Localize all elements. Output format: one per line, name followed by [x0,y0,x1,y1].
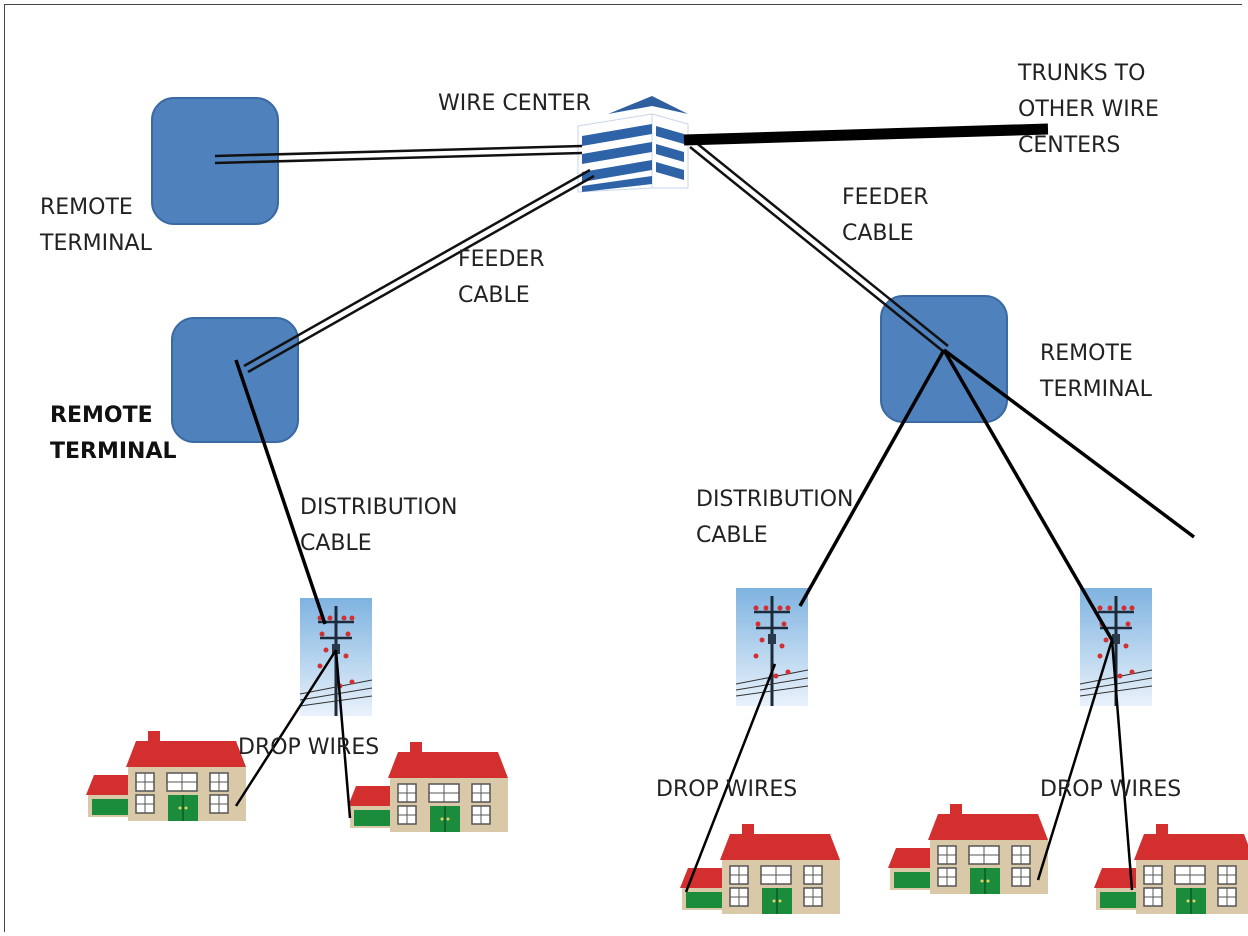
diagram-frame [4,4,1242,932]
feeder-cable-right [689,140,949,353]
distribution-cable-label-left: DISTRIBUTION CABLE [300,495,458,556]
utility-pole-icon [734,586,810,708]
house-icon [1091,821,1248,929]
drop-wires-label-right: DROP WIRES [1040,777,1182,802]
drop-wires-label-left: DROP WIRES [238,735,380,760]
house-icon [885,801,1057,909]
office-building-icon [577,95,689,193]
drop-wires-label-mid: DROP WIRES [656,777,798,802]
distribution-cables [234,348,1196,641]
feeder-cable-mid-left [243,168,595,374]
remote-terminal-label-mid-left: REMOTE TERMINAL [50,403,177,464]
trunk-line [683,123,1049,146]
wire-center-label: WIRE CENTER [438,91,591,116]
feeder-cable-label-right: FEEDER CABLE [842,185,929,246]
trunks-label: TRUNKS TO OTHER WIRE CENTERS [1018,61,1159,158]
house-icon [83,728,255,836]
feeder-cable-top-left [214,144,583,165]
remote-terminal-label-top-left: REMOTE TERMINAL [40,195,152,256]
remote-terminal-mid-left-box [171,317,299,443]
feeder-cable-label-left: FEEDER CABLE [458,247,545,308]
distribution-cable-label-right: DISTRIBUTION CABLE [696,487,854,548]
remote-terminal-label-right: REMOTE TERMINAL [1040,341,1152,402]
drop-wires [234,639,1134,893]
house-icon [677,821,849,929]
